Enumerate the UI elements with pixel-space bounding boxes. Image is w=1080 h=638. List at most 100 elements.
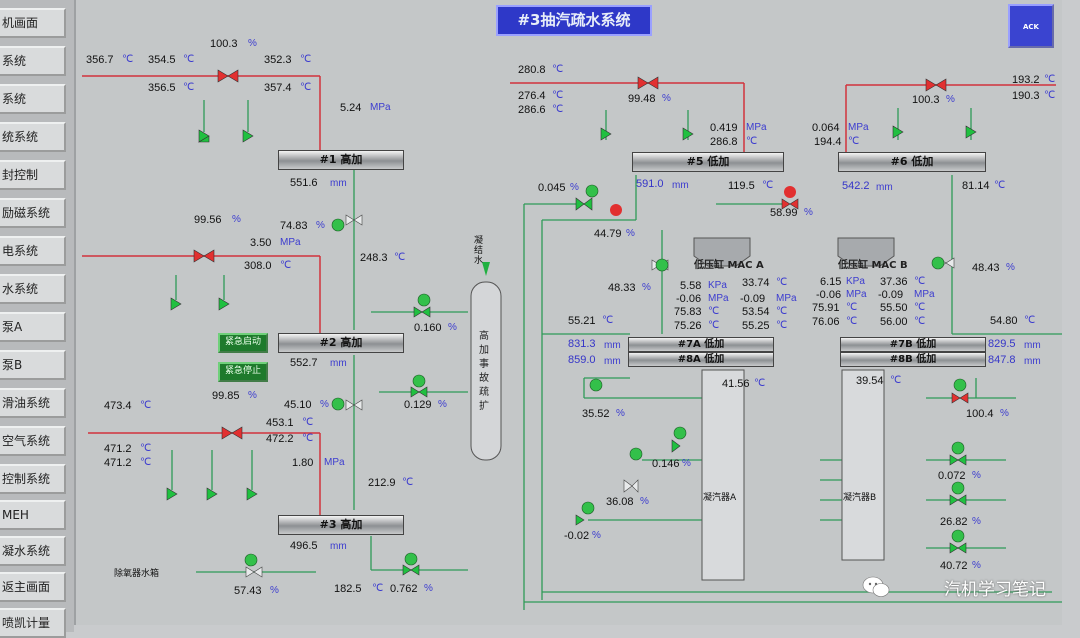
unit-mm: mm [330, 178, 347, 189]
unit-c: ℃ [140, 443, 152, 454]
h5-temp: 286.8 [710, 136, 738, 148]
nav-item-6[interactable]: 励磁系统 [0, 198, 66, 228]
hp-heater-3[interactable]: #3 高加 [278, 515, 404, 535]
h1-valve-open: 100.3 [210, 38, 238, 50]
condensers [693, 237, 895, 581]
h3-t4: 453.1 [266, 417, 294, 429]
nav-item-14[interactable]: MEH [0, 500, 66, 530]
nav-item-11[interactable]: 滑油系统 [0, 388, 66, 418]
lp-heater-8a[interactable]: #8A 低加 [628, 352, 774, 367]
lp-heater-8b[interactable]: #8B 低加 [840, 352, 986, 367]
nav-item-15[interactable]: 凝水系统 [0, 536, 66, 566]
unit-pct: % [248, 390, 257, 401]
unit-c: ℃ [402, 477, 414, 488]
h1-drain-temp: 248.3 [360, 252, 388, 264]
unit-mm: mm [604, 356, 621, 367]
unit-mm: mm [1024, 340, 1041, 351]
hp-heater-2[interactable]: #2 高加 [278, 333, 404, 353]
nav-item-7[interactable]: 电系统 [0, 236, 66, 266]
lp-heater-7a[interactable]: #7A 低加 [628, 337, 774, 352]
nav-item-10[interactable]: 泵B [0, 350, 66, 380]
unit-pct: % [640, 496, 649, 507]
val-3552: 35.52 [582, 408, 610, 420]
ack-button[interactable]: ACK [1008, 4, 1054, 48]
h8a-level: 859.0 [568, 354, 596, 366]
mac-a-r4u2: ℃ [776, 320, 788, 331]
val-0045: 0.045 [538, 182, 566, 194]
h5-valve-open: 99.48 [628, 93, 656, 105]
nav-item-5[interactable]: 封控制 [0, 160, 66, 190]
unit-c: ℃ [552, 90, 564, 101]
h5-drain-temp: 119.5 [728, 180, 755, 192]
h3-t2: 471.2 [104, 443, 132, 455]
lp-heater-5[interactable]: #5 低加 [632, 152, 784, 172]
mac-b-r1c1: 6.15 [820, 276, 842, 288]
hp-heater-1[interactable]: #1 高加 [278, 150, 404, 170]
h6-temp: 194.4 [814, 136, 842, 148]
emergency-stop-button[interactable]: 紧急停止 [218, 362, 268, 382]
val-4833: 48.33 [608, 282, 636, 294]
h6-pressure: 0.064 [812, 122, 840, 134]
unit-pct: % [972, 560, 981, 571]
lp-heater-6[interactable]: #6 低加 [838, 152, 986, 172]
mac-a-r1u2: ℃ [776, 277, 788, 288]
mac-b-r1c2: 37.36 [880, 276, 908, 288]
unit-c: ℃ [140, 457, 152, 468]
nav-item-8[interactable]: 水系统 [0, 274, 66, 304]
val-5521: 55.21 [568, 315, 596, 327]
mac-b-r4c1: 76.06 [812, 316, 840, 328]
unit-pct: % [804, 207, 813, 218]
mac-a-r1c1: 5.58 [680, 280, 702, 292]
nav-item-home[interactable]: 返主画面 [0, 572, 66, 602]
page-title: #3抽汽疏水系统 [496, 5, 652, 36]
unit-mpa: MPa [324, 457, 345, 468]
unit-c: ℃ [754, 378, 766, 389]
unit-c: ℃ [302, 417, 314, 428]
h1-level: 551.6 [290, 177, 318, 189]
hp-steam-lines [82, 75, 1056, 515]
nav-item-4[interactable]: 统系统 [0, 122, 66, 152]
nav-item-17[interactable]: 喷凯计量 [0, 608, 66, 638]
nav-item-13[interactable]: 控制系统 [0, 464, 66, 494]
condenser-a-temp: 41.56 [722, 378, 750, 390]
val-3608: 36.08 [606, 496, 634, 508]
emergency-start-button[interactable]: 紧急启动 [218, 333, 268, 353]
unit-pct: % [592, 530, 601, 541]
mac-b-r2u1: MPa [846, 289, 867, 300]
lp-heater-7b[interactable]: #7B 低加 [840, 337, 986, 352]
nav-item-12[interactable]: 空气系统 [0, 426, 66, 456]
wechat-icon [862, 576, 890, 597]
h1-t5: 357.4 [264, 82, 292, 94]
val-0072: 0.072 [938, 470, 966, 482]
mac-a-r3u1: ℃ [708, 306, 720, 317]
unit-c: ℃ [300, 54, 312, 65]
unit-c: ℃ [762, 180, 774, 191]
h2-pressure: 3.50 [250, 237, 272, 249]
val-5480: 54.80 [990, 315, 1018, 327]
mac-a-r4u1: ℃ [708, 320, 720, 331]
mac-b-r2c1: -0.06 [816, 289, 842, 301]
unit-c: ℃ [1044, 90, 1056, 101]
unit-pct: % [438, 399, 447, 410]
nav-item-9[interactable]: 泵A [0, 312, 66, 342]
mac-b-r3u1: ℃ [846, 302, 858, 313]
nav-item-1[interactable]: 机画面 [0, 8, 66, 38]
unit-c: ℃ [183, 82, 195, 93]
deaerator-tank [470, 262, 502, 461]
mac-b-title: 低压缸 MAC B [838, 260, 908, 271]
unit-pct: % [682, 458, 691, 469]
nav-item-3[interactable]: 系统 [0, 84, 66, 114]
h6-level: 542.2 [842, 180, 870, 192]
nav-item-2[interactable]: 系统 [0, 46, 66, 76]
unit-c: ℃ [1044, 74, 1056, 85]
unit-c: ℃ [280, 260, 292, 271]
mac-a-r3c2: 53.54 [742, 306, 770, 318]
piping-diagram [82, 69, 1062, 610]
mac-a-r2u2: MPa [776, 293, 797, 304]
h6-t1: 193.2 [1012, 74, 1040, 86]
val-4843: 48.43 [972, 262, 1000, 274]
valves [166, 69, 977, 578]
unit-pct: % [642, 282, 651, 293]
unit-pct: % [270, 585, 279, 596]
mac-b-r1u1: KPa [846, 276, 865, 287]
